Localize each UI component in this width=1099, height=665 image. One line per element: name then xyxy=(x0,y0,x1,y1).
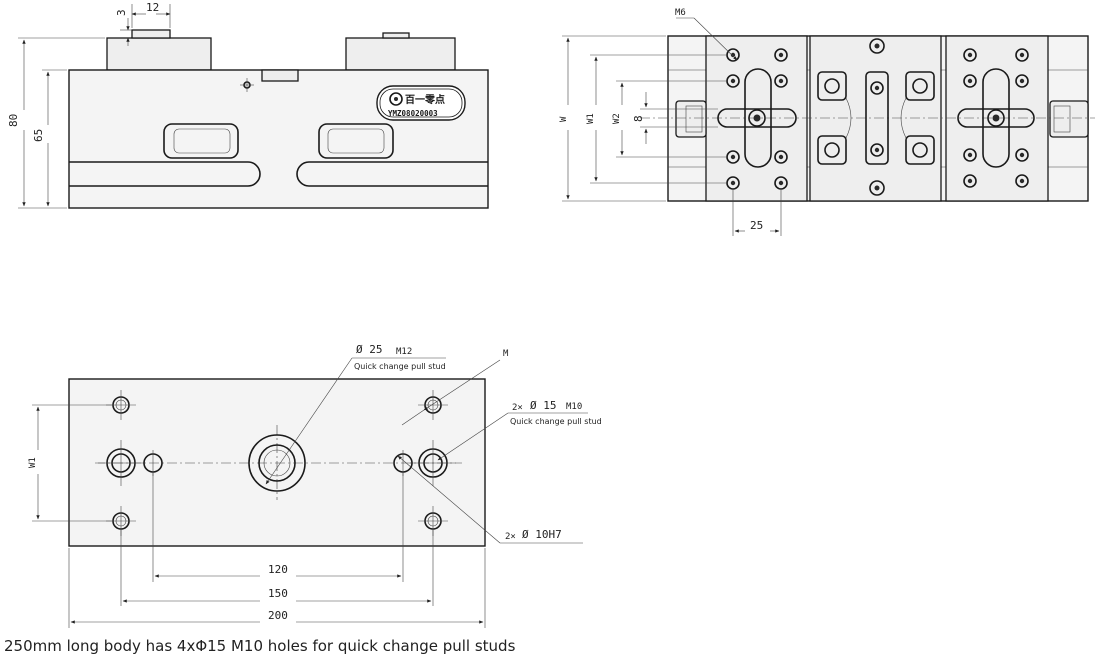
dim-120: 120 xyxy=(268,563,288,576)
logo-text: 百一零点 xyxy=(405,93,445,106)
dim-12: 12 xyxy=(146,1,159,14)
pin-hole-count: 2× xyxy=(505,532,516,542)
front-left-jaw xyxy=(106,37,212,71)
bottom-center-hole xyxy=(248,434,306,492)
bottom-corner-holes xyxy=(106,390,448,536)
bottom-label-w1: W1 xyxy=(28,457,38,468)
label-m6: M6 xyxy=(675,8,686,18)
front-left-slot xyxy=(163,123,239,159)
side-hole-thread: M10 xyxy=(566,402,582,412)
front-right-stud-top xyxy=(382,32,410,39)
front-right-jaw xyxy=(345,37,456,71)
front-right-slot xyxy=(318,123,394,159)
dim-80: 80 xyxy=(7,114,20,127)
top-center-block xyxy=(809,35,942,202)
center-hole-dia: Ø 25 xyxy=(356,343,383,356)
dim-25: 25 xyxy=(750,219,763,232)
center-hole-note: Quick change pull stud xyxy=(354,362,446,371)
top-view: M6 W W1 W2 8 25 xyxy=(559,8,1095,236)
logo-mark-icon xyxy=(389,92,403,106)
top-center-mechanism xyxy=(817,38,935,196)
front-pull-stud-top xyxy=(131,29,171,39)
dim-65: 65 xyxy=(32,129,45,142)
bottom-view: Ø 25 M12 Quick change pull stud M 2× Ø 1… xyxy=(28,343,602,628)
front-left-rail xyxy=(69,161,261,187)
front-center-block xyxy=(261,69,299,82)
label-w: W xyxy=(559,116,569,122)
front-view: 百一零点 YMZ08020003 12 3 80 65 xyxy=(7,1,489,209)
front-right-rail xyxy=(296,161,488,187)
top-left-stud xyxy=(675,100,707,138)
top-right-stud xyxy=(1049,100,1089,138)
dim-150: 150 xyxy=(268,587,288,600)
top-right-holes xyxy=(963,48,1029,188)
side-hole-count: 2× xyxy=(512,403,523,413)
dim-200: 200 xyxy=(268,609,288,622)
top-left-handle xyxy=(717,108,797,128)
side-hole-note: Quick change pull stud xyxy=(510,417,602,426)
dim-8: 8 xyxy=(632,115,645,122)
top-left-slot xyxy=(744,68,772,168)
label-w1: W1 xyxy=(586,113,596,124)
side-hole-dia: Ø 15 xyxy=(530,399,557,412)
label-w2: W2 xyxy=(612,113,622,124)
caption: 250mm long body has 4xΦ15 M10 holes for … xyxy=(4,637,516,655)
top-right-handle xyxy=(957,108,1035,128)
center-hole-thread: M12 xyxy=(396,347,412,357)
top-right-slot xyxy=(982,68,1010,168)
serial-number: YMZ08020003 xyxy=(388,109,438,118)
pin-hole-dia: Ø 10H7 xyxy=(522,528,562,541)
dim-3: 3 xyxy=(115,9,128,16)
label-m: M xyxy=(503,349,509,359)
